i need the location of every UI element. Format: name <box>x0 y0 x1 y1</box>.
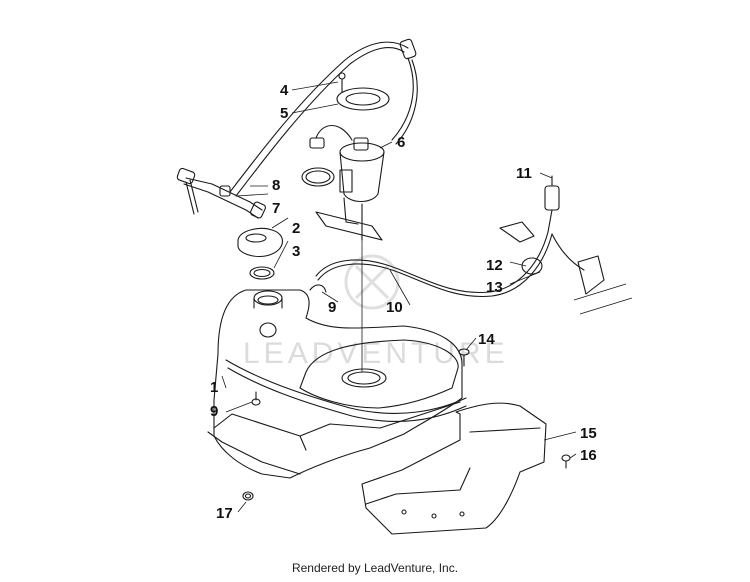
vent-hose-part <box>176 38 418 219</box>
callout-11: 11 <box>516 165 532 182</box>
callout-9-lower: 9 <box>210 403 218 420</box>
callout-2: 2 <box>292 220 300 237</box>
callout-8: 8 <box>272 177 280 194</box>
callout-4: 4 <box>280 82 289 99</box>
callout-1: 1 <box>210 379 218 396</box>
gasket-part <box>336 87 390 111</box>
callout-14: 14 <box>478 331 495 348</box>
screw-part <box>561 454 571 469</box>
callout-10: 10 <box>386 299 403 316</box>
o-ring-part <box>301 167 335 187</box>
callout-3: 3 <box>292 243 300 260</box>
vent-line-part <box>315 231 553 298</box>
fuel-tank-part <box>207 284 467 501</box>
cap-seal-part <box>249 266 275 280</box>
callout-16: 16 <box>580 447 597 464</box>
callout-9-upper: 9 <box>328 299 336 316</box>
fuel-cap-part <box>237 227 284 257</box>
callout-12: 12 <box>486 257 503 274</box>
callout-6: 6 <box>397 134 405 151</box>
callouts: 4 5 6 8 7 2 3 9 10 11 12 13 14 1 9 15 16… <box>210 82 597 522</box>
fuel-filter-part <box>544 175 560 233</box>
callout-7: 7 <box>272 200 280 217</box>
leader-lines <box>221 81 577 513</box>
bracket-part <box>499 221 633 315</box>
callout-5: 5 <box>280 105 288 122</box>
skid-plate-part <box>361 402 547 535</box>
screw-part <box>338 72 346 93</box>
callout-17: 17 <box>216 505 233 522</box>
fuel-pump-part <box>309 124 385 372</box>
callout-15: 15 <box>580 425 597 442</box>
footer-credit: Rendered by LeadVenture, Inc. <box>291 561 459 575</box>
callout-13: 13 <box>486 279 503 296</box>
screw-part <box>458 348 470 367</box>
